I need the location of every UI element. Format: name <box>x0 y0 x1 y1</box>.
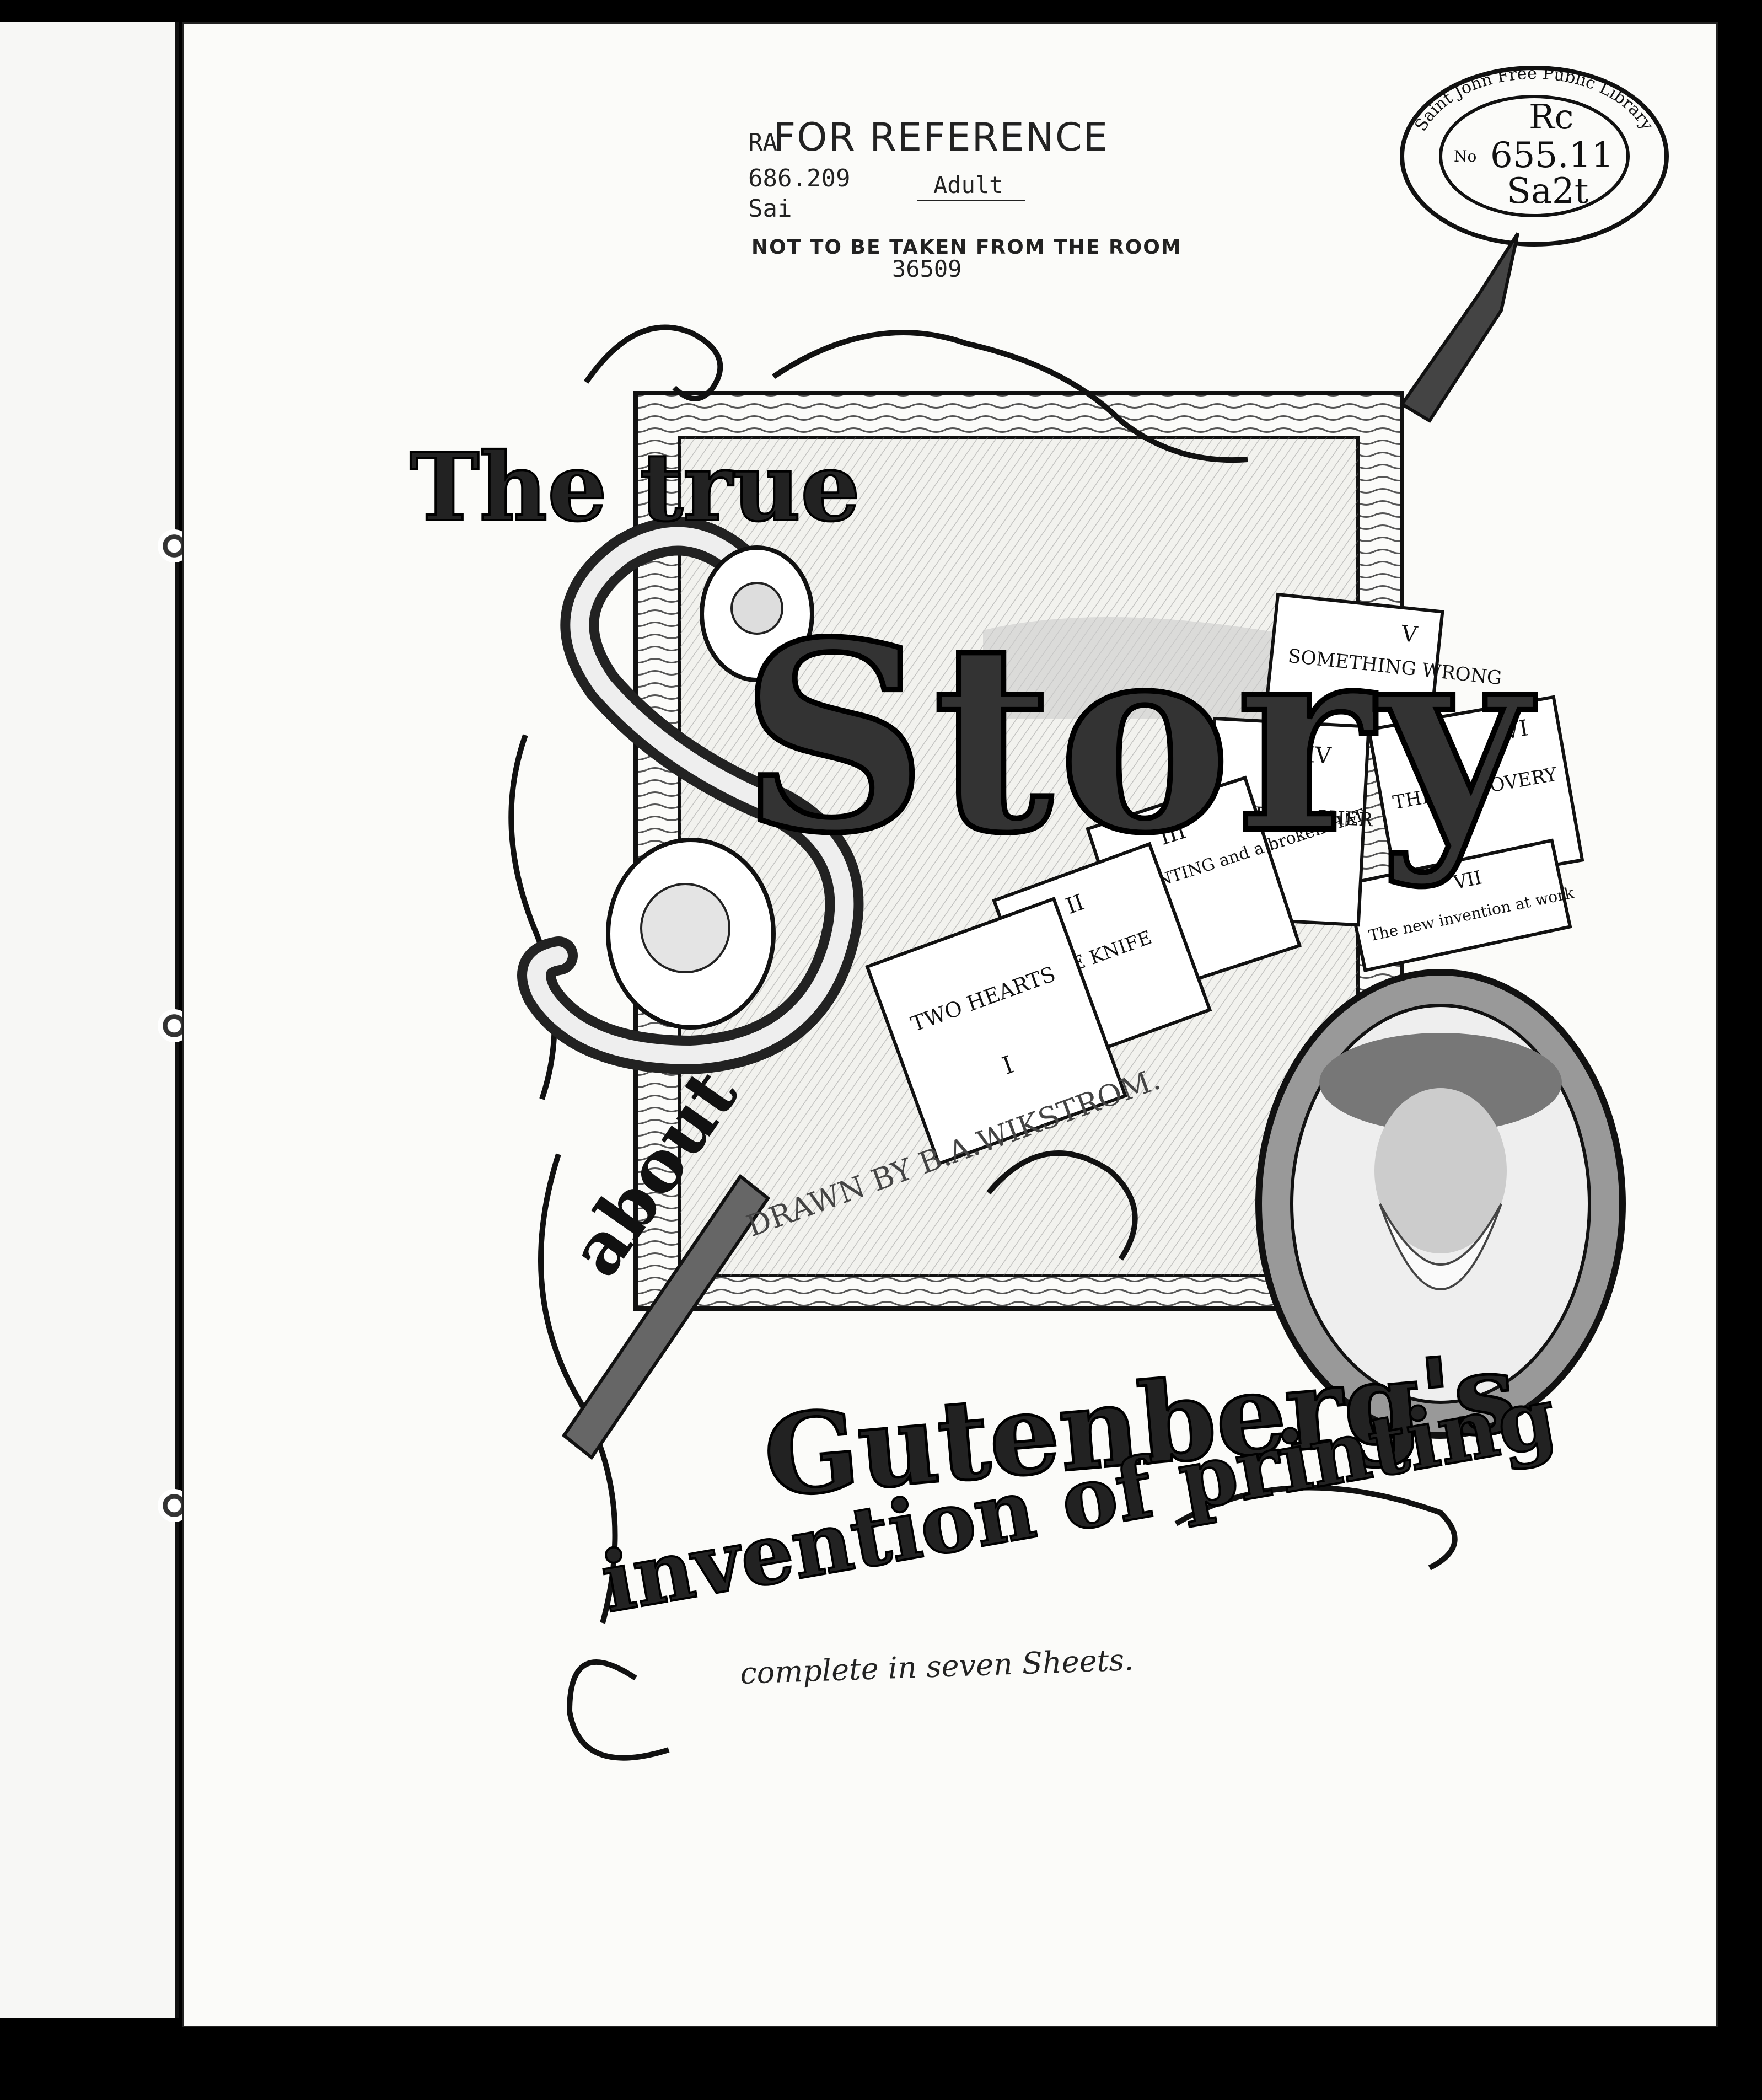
accession-number: 36509 <box>892 255 962 282</box>
sheet-1: TWO HEARTS I <box>865 897 1128 1166</box>
call-prefix: RA <box>748 128 777 157</box>
scroll-ornament <box>508 324 1458 1761</box>
quill-pen-icon <box>561 232 1519 1460</box>
adult-stamp: Adult <box>917 172 1025 201</box>
gutenberg-portrait <box>1255 969 1626 1439</box>
sheet-5: V SOMETHING WRONG <box>1262 592 1503 746</box>
title-line-2: Story <box>740 586 1537 890</box>
seal-line-1: Rc <box>1529 97 1573 137</box>
call-suffix: Sai <box>748 195 792 223</box>
ornate-letter-s <box>517 517 864 1075</box>
for-reference-stamp: FOR REFERENCE <box>773 115 1109 160</box>
not-removable-stamp: NOT TO BE TAKEN FROM THE ROOM <box>751 236 1182 259</box>
library-seal: Saint John Free Public Library No Rc 655… <box>1400 64 1669 247</box>
sheet-numeral: VI <box>1501 715 1530 744</box>
title-line-1: The true <box>410 432 860 543</box>
title-illustration: V SOMETHING WRONG VI THE DISCOVERY VII T… <box>409 232 1626 1761</box>
sheet-numeral: V <box>1399 621 1419 648</box>
seal-line-3: Sa2t <box>1507 171 1589 212</box>
call-number: 686.209 <box>748 164 851 192</box>
sheet-7: VII The new invention at work <box>1345 838 1576 973</box>
facing-page-edge <box>0 22 179 2018</box>
seal-line-2: 655.11 <box>1490 135 1614 176</box>
sheet-numeral: IV <box>1306 742 1333 769</box>
sheets-stack: V SOMETHING WRONG VI THE DISCOVERY VII T… <box>865 592 1584 1166</box>
subtitle: complete in seven Sheets. <box>739 1642 1134 1691</box>
title-page: RA FOR REFERENCE 686.209 Adult Sai NOT T… <box>182 22 1718 2027</box>
seal-no-label: No <box>1454 147 1476 165</box>
